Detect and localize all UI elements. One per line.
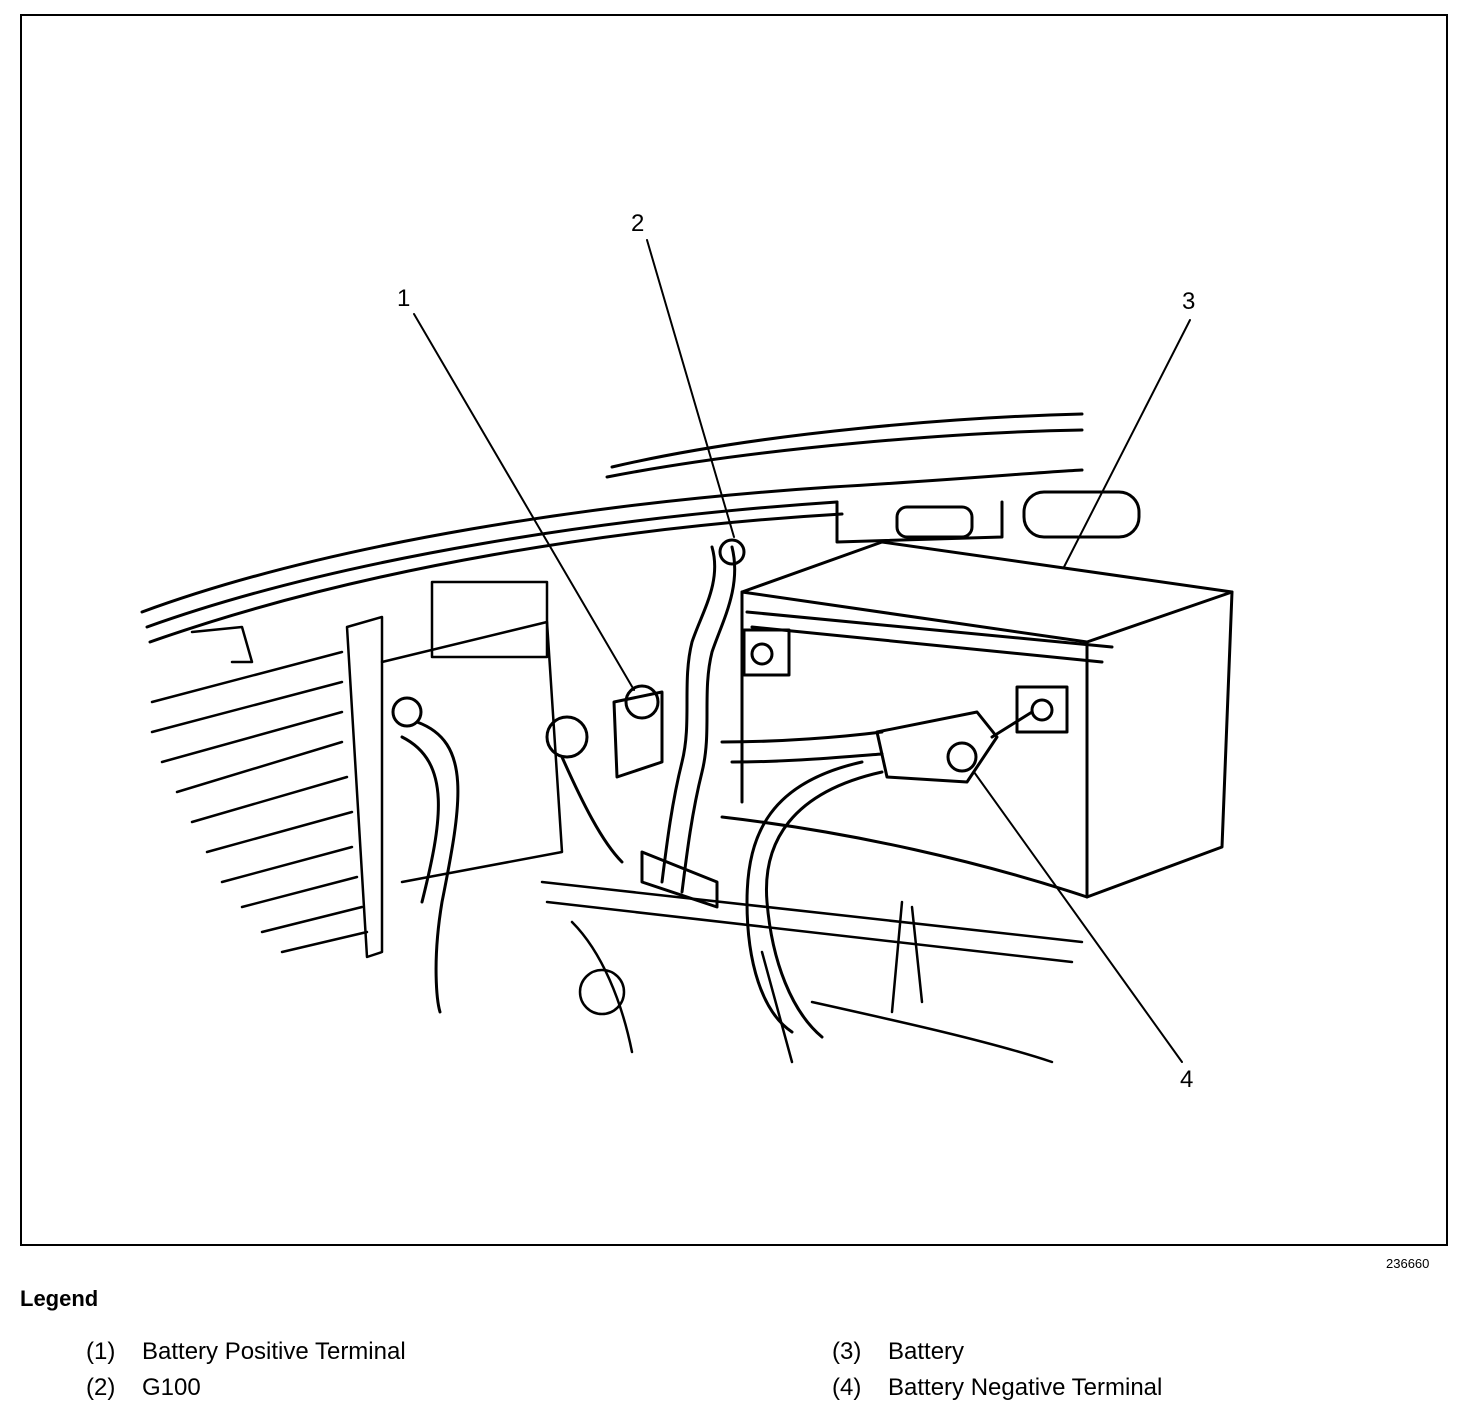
legend-item-label: Battery: [888, 1338, 965, 1365]
legend-item: (3) Battery: [832, 1338, 964, 1366]
bracket: [835, 500, 1004, 544]
leader-line-4: [973, 771, 1183, 1063]
lower-structure: [540, 880, 1084, 1064]
legend-item-number: (2): [86, 1374, 116, 1401]
positive-cable: [391, 684, 664, 1014]
legend-item-number: (1): [86, 1338, 116, 1365]
ground-strap: [640, 538, 746, 909]
callout-1: 1: [397, 285, 411, 312]
leader-lines: [413, 239, 1191, 1063]
legend-item: (4) Battery Negative Terminal: [832, 1374, 1162, 1402]
fuse-box: [430, 580, 549, 659]
negative-cable: [720, 710, 1034, 1039]
legend-title: Legend: [20, 1286, 99, 1311]
positive-post-housing: [742, 628, 791, 677]
figure-id: 236660: [1386, 1256, 1430, 1271]
cowl-line: [148, 512, 844, 644]
callout-3: 3: [1182, 288, 1196, 315]
negative-post-housing: [1015, 685, 1069, 734]
legend-item: (2) G100: [86, 1374, 201, 1402]
leader-line-1: [413, 313, 635, 691]
cowl-line: [140, 468, 1084, 614]
legend-item-number: (3): [832, 1338, 862, 1365]
legend-item-number: (4): [832, 1374, 862, 1401]
legend-item: (1) Battery Positive Terminal: [86, 1338, 406, 1366]
legend-item-label: Battery Positive Terminal: [142, 1338, 406, 1365]
radiator-grille: [150, 580, 564, 959]
hood-edge: [610, 412, 1084, 469]
callout-2: 2: [631, 210, 645, 237]
leader-line-3: [1063, 319, 1191, 568]
bracket-block: [895, 505, 974, 539]
legend-item-label: Battery Negative Terminal: [888, 1374, 1163, 1401]
illustration-frame: [20, 14, 1448, 1246]
legend-item-label: G100: [142, 1374, 201, 1401]
bracket-slot: [1022, 490, 1141, 539]
cowl-line: [145, 500, 839, 629]
callout-4: 4: [1180, 1066, 1194, 1093]
leader-line-2: [646, 239, 735, 538]
engine-bay-drawing: [140, 239, 1234, 1064]
hood-edge: [605, 428, 1084, 479]
battery-shape: [720, 540, 1234, 899]
